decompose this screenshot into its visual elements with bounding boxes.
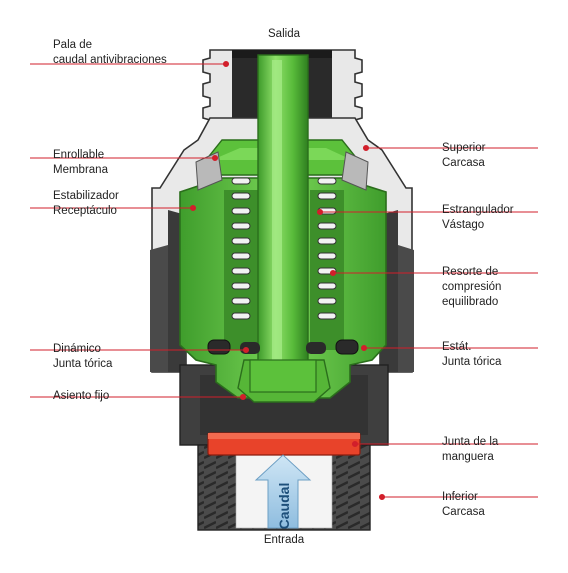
label-asiento: Asiento fijo [53, 390, 110, 402]
label-superior: Superior Carcasa [442, 142, 486, 169]
label-junta: Junta de la manguera [442, 436, 499, 463]
leader-lines [30, 60, 538, 501]
label-enrollable: Enrollable Membrana [53, 149, 108, 176]
compression-springs [231, 177, 337, 320]
hose-gasket [207, 432, 361, 456]
label-estat: Estát. Junta tórica [442, 341, 502, 368]
flow-arrow-label: Caudal [276, 483, 292, 530]
throttle-stem [249, 54, 317, 393]
label-dinamico: Dinámico Junta tórica [53, 343, 113, 370]
flow-arrow: Caudal [254, 454, 312, 530]
rolling-diaphragm [195, 151, 369, 191]
outlet-label: Salida [268, 28, 300, 40]
label-pala: Pala de caudal antivibraciones [53, 39, 167, 66]
label-inferior: Inferior Carcasa [442, 491, 485, 518]
label-estrangulador: Estrangulador Vástago [442, 204, 514, 231]
label-resorte: Resorte de compresión equilibrado [442, 266, 502, 308]
label-estabilizador: Estabilizador Receptáculo [53, 190, 119, 217]
inlet-label: Entrada [263, 534, 305, 546]
